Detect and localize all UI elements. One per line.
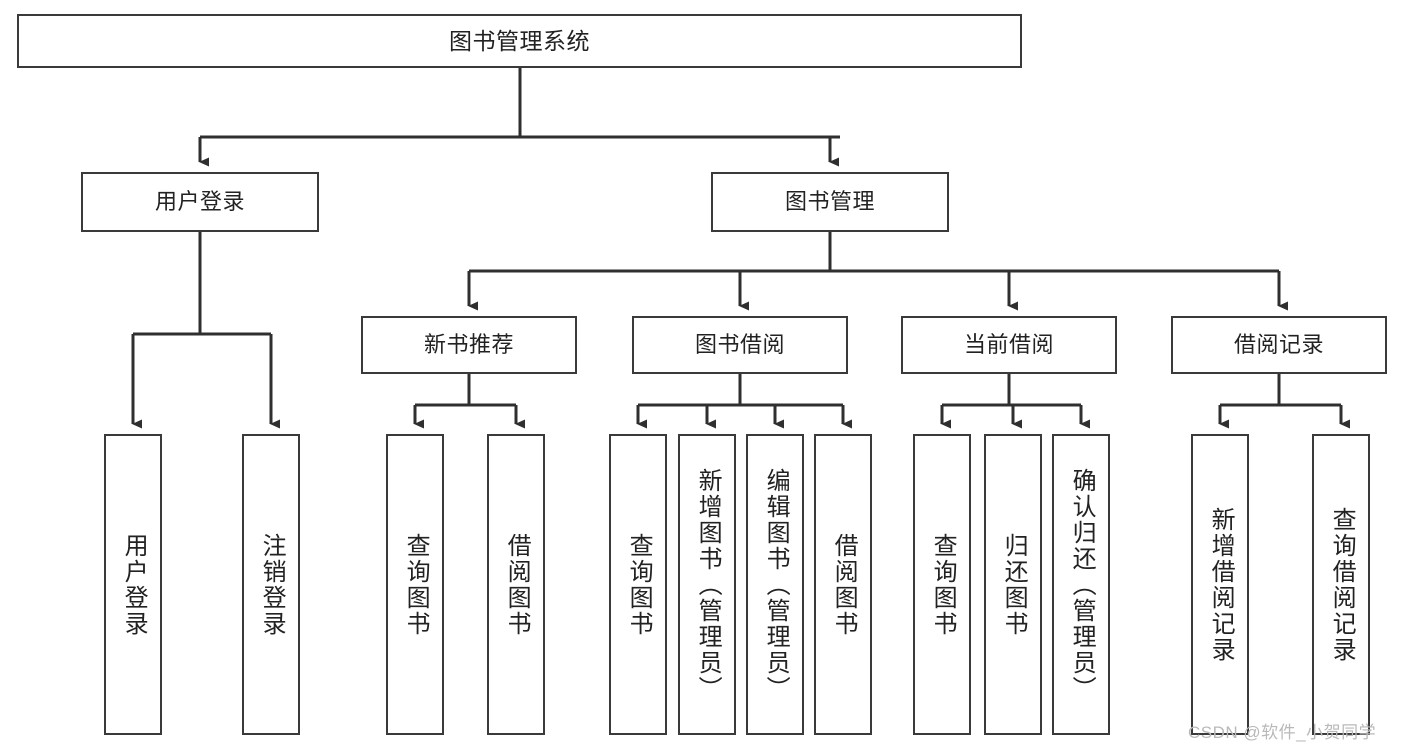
watermark-text: CSDN @软件_小贺同学 xyxy=(1188,723,1377,742)
leaf-borrow-book-recommend[interactable]: 借阅图书 xyxy=(487,434,545,735)
node-label: 归还图书 xyxy=(1000,532,1028,637)
node-book-borrow[interactable]: 图书借阅 xyxy=(632,316,848,374)
node-label: 借阅图书 xyxy=(503,532,531,637)
leaf-query-book-recommend[interactable]: 查询图书 xyxy=(386,434,444,735)
node-label: 查询借阅记录 xyxy=(1328,506,1356,663)
leaf-add-book-admin[interactable]: 新增图书（管理员） xyxy=(678,434,736,735)
node-user-login[interactable]: 用户登录 xyxy=(81,172,319,232)
node-label: 查询图书 xyxy=(625,532,653,637)
leaf-borrow-book[interactable]: 借阅图书 xyxy=(814,434,872,735)
node-label: 查询图书 xyxy=(402,532,430,637)
node-label: 新增图书（管理员） xyxy=(694,467,722,702)
leaf-query-borrow-record[interactable]: 查询借阅记录 xyxy=(1312,434,1370,735)
leaf-query-book-current[interactable]: 查询图书 xyxy=(913,434,971,735)
node-label: 用户登录 xyxy=(120,532,148,637)
node-book-manage[interactable]: 图书管理 xyxy=(711,172,949,232)
node-label: 借阅记录 xyxy=(1233,332,1324,358)
node-borrow-record[interactable]: 借阅记录 xyxy=(1171,316,1387,374)
node-label: 借阅图书 xyxy=(830,532,858,637)
leaf-confirm-return-admin[interactable]: 确认归还（管理员） xyxy=(1052,434,1110,735)
leaf-edit-book-admin[interactable]: 编辑图书（管理员） xyxy=(746,434,804,735)
leaf-return-book[interactable]: 归还图书 xyxy=(984,434,1042,735)
node-label: 图书借阅 xyxy=(694,332,785,358)
leaf-add-borrow-record[interactable]: 新增借阅记录 xyxy=(1191,434,1249,735)
node-label: 图书管理 xyxy=(784,189,875,215)
node-current-borrow[interactable]: 当前借阅 xyxy=(901,316,1117,374)
node-label: 注销登录 xyxy=(258,532,286,637)
node-label: 图书管理系统 xyxy=(449,27,590,54)
node-label: 当前借阅 xyxy=(963,332,1054,358)
node-label: 编辑图书（管理员） xyxy=(762,467,790,702)
node-label: 新增借阅记录 xyxy=(1207,506,1235,663)
node-label: 新书推荐 xyxy=(423,332,514,358)
leaf-user-login[interactable]: 用户登录 xyxy=(104,434,162,735)
leaf-user-logout[interactable]: 注销登录 xyxy=(242,434,300,735)
node-label: 用户登录 xyxy=(154,189,245,215)
node-new-book-recommend[interactable]: 新书推荐 xyxy=(361,316,577,374)
node-label: 确认归还（管理员） xyxy=(1068,467,1096,702)
leaf-query-book-borrow[interactable]: 查询图书 xyxy=(609,434,667,735)
node-root-system[interactable]: 图书管理系统 xyxy=(17,14,1022,68)
node-label: 查询图书 xyxy=(929,532,957,637)
